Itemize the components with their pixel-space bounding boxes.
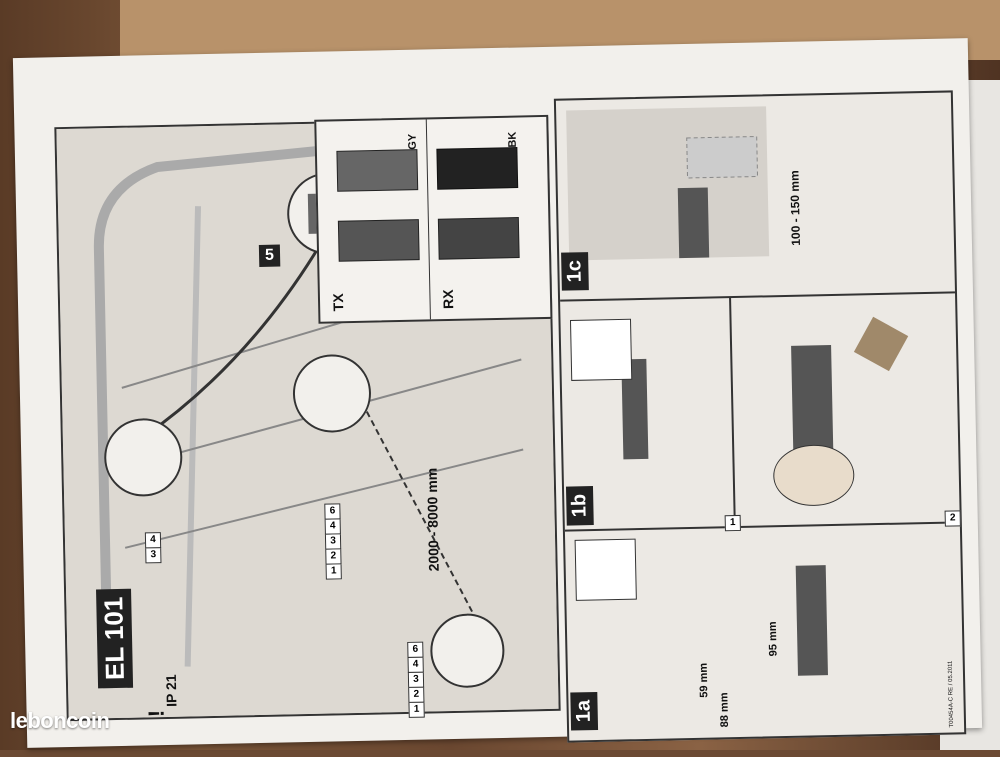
mounting-steps-panel: 1c 1b 1a 100 - 150 mm 95 mm 59 mm 88 mm … [553, 90, 967, 743]
rx-label: RX [439, 289, 457, 310]
sub-step-1: 1 [724, 514, 741, 532]
step-5-label: 5 [258, 244, 281, 267]
bk-label: BK [506, 131, 519, 148]
tx-label: TX [329, 293, 347, 312]
gy-label: GY [406, 133, 419, 150]
dimension-88: 88 mm [718, 692, 732, 728]
model-label: EL 101 [96, 588, 134, 689]
dimension-95: 95 mm [766, 621, 780, 657]
offset-dimension: 100 - 150 mm [787, 170, 803, 246]
leboncoin-watermark: leboncoin [10, 708, 110, 733]
step-1a-label: 1a [570, 691, 599, 731]
instruction-sheet: EL 101 ! IP 21 2000 - 8000 mm 5 3 4 1 2 … [12, 38, 983, 748]
dimension-59: 59 mm [697, 662, 711, 698]
sub-step-2: 2 [944, 510, 961, 527]
sensor-drawing [336, 119, 520, 320]
step-1c-label: 1c [561, 251, 589, 291]
ip-rating: IP 21 [162, 674, 180, 708]
sensor-detail-panel: TX RX GY BK [314, 114, 553, 324]
warning-icon: ! [143, 709, 169, 718]
mounting-drawing [560, 106, 960, 676]
range-dimension: 2000 - 8000 mm [423, 467, 442, 572]
step-1b-label: 1b [565, 485, 594, 526]
